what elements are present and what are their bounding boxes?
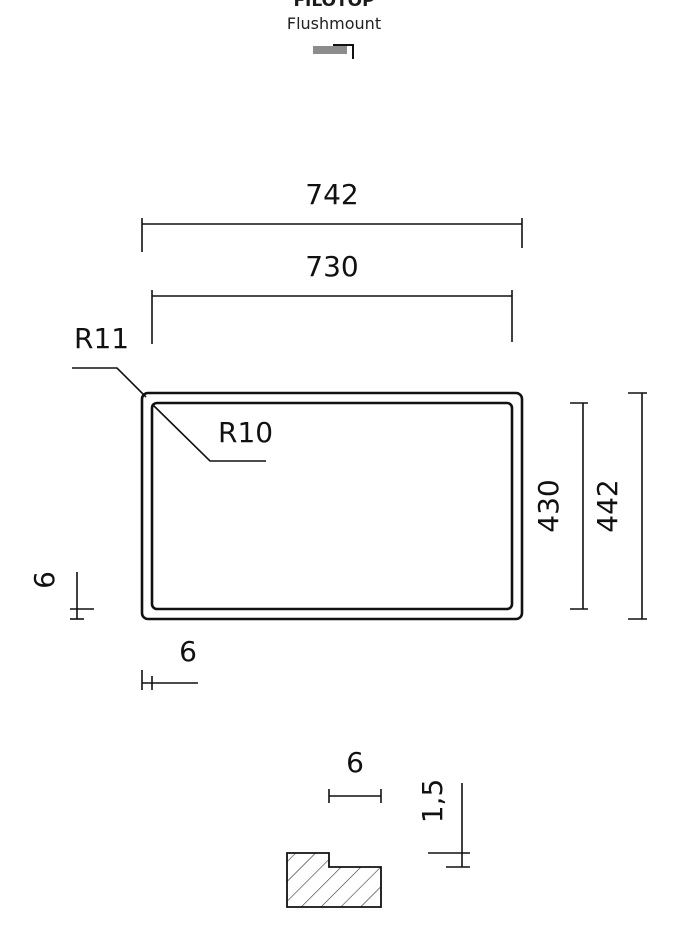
outer-height-label: 442 — [591, 479, 624, 532]
hatched-profile-section — [286, 852, 382, 908]
inner-width-label: 730 — [305, 250, 358, 283]
step-depth-label: 1,5 — [416, 779, 449, 824]
inner-radius-callout: R10 — [151, 403, 273, 462]
outer-radius-callout: R11 — [72, 322, 147, 398]
product-subtitle: Flushmount — [287, 14, 381, 33]
step-depth-dimension: 1,5 — [416, 779, 470, 868]
inner-radius-label: R10 — [218, 416, 273, 449]
inner-height-label: 430 — [532, 479, 565, 532]
rim-vertical-label: 6 — [28, 571, 61, 589]
step-width-label: 6 — [346, 746, 364, 779]
outer-width-label: 742 — [305, 178, 358, 211]
top-view: 742 730 R11 R10 430 — [28, 178, 647, 690]
step-width-dimension: 6 — [328, 746, 382, 803]
rim-horizontal-dimension: 6 — [141, 635, 198, 690]
rim-horizontal-label: 6 — [179, 635, 197, 668]
flushmount-profile-icon — [313, 44, 354, 59]
product-title: FILOTOP — [293, 0, 374, 11]
outer-outline — [140, 391, 524, 621]
inner-outline — [150, 401, 514, 611]
inner-height-dimension: 430 — [532, 402, 588, 610]
outer-height-dimension: 442 — [591, 392, 647, 620]
inner-width-dimension: 730 — [151, 250, 513, 344]
rim-vertical-dimension: 6 — [28, 571, 94, 620]
outer-width-dimension: 742 — [141, 178, 523, 252]
header: FILOTOP Flushmount — [287, 0, 381, 59]
section-view: 6 1,5 — [286, 746, 470, 908]
outer-radius-label: R11 — [74, 322, 129, 355]
